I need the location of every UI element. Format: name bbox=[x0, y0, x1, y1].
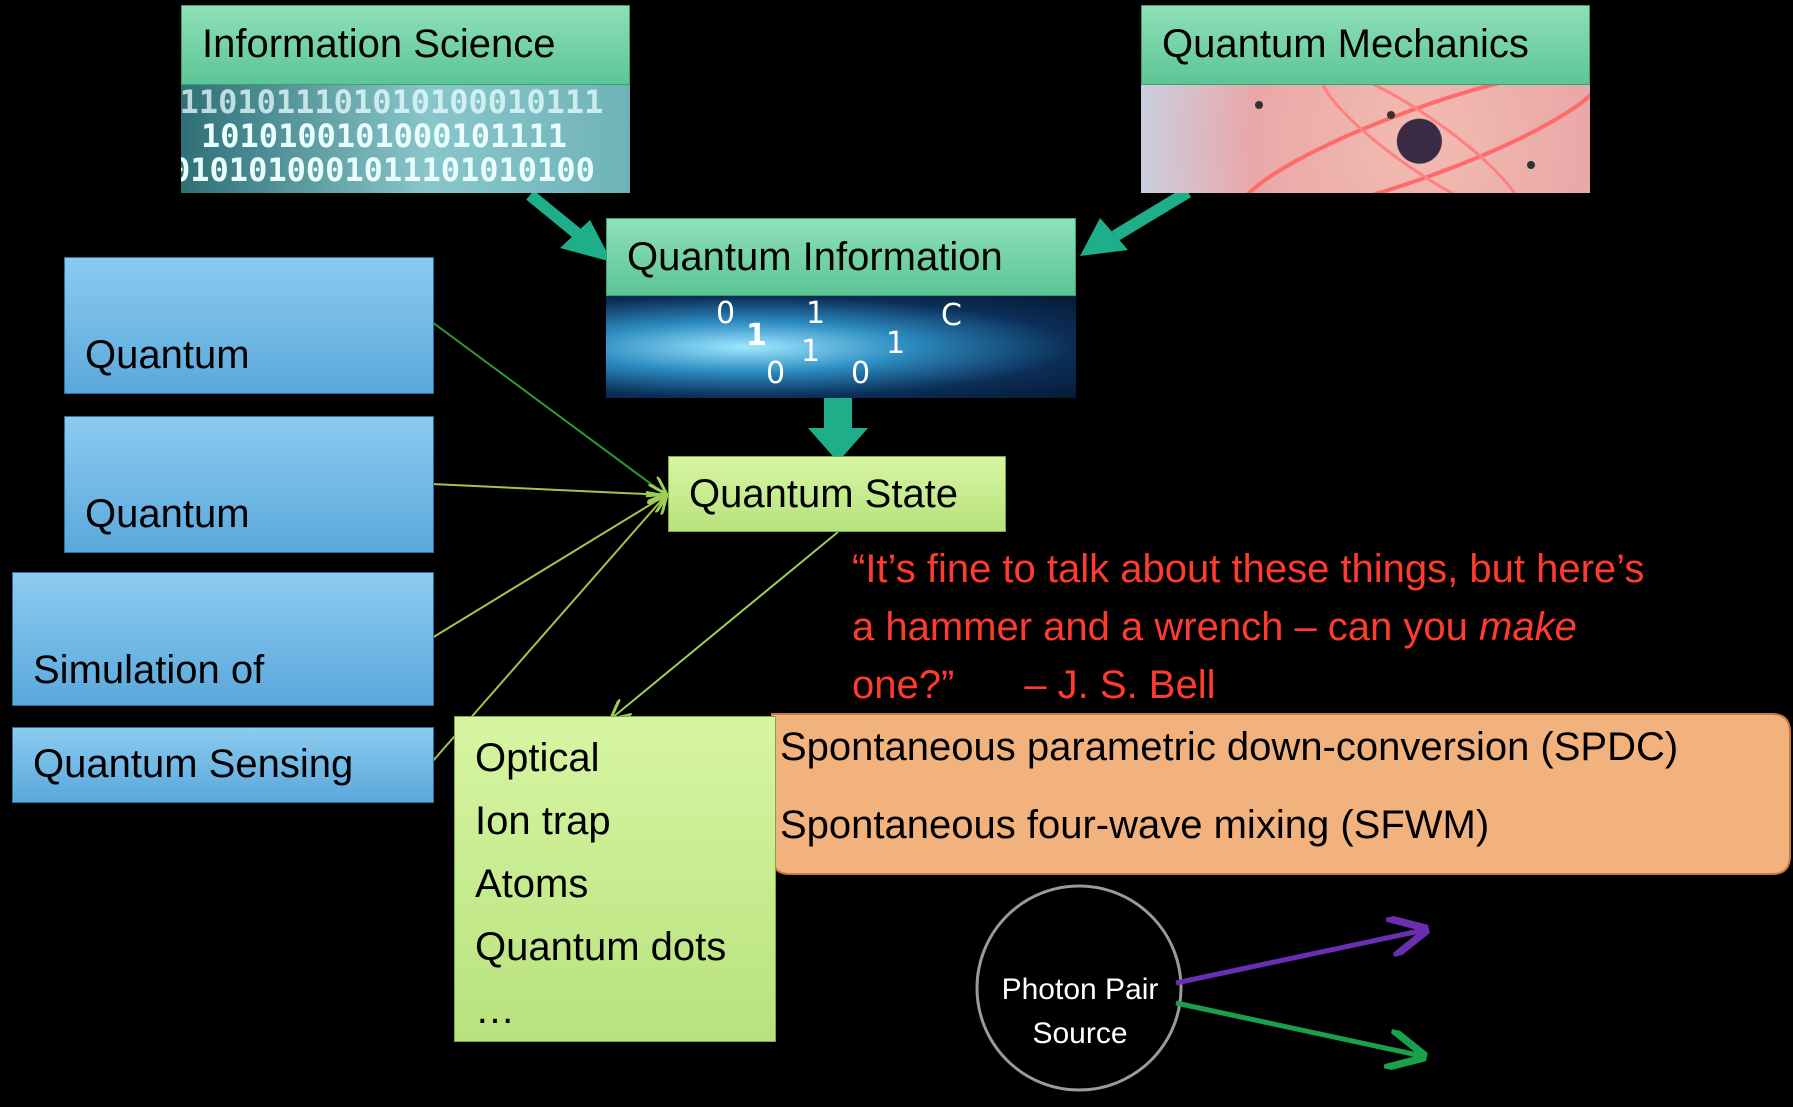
connector-state-to-platforms bbox=[612, 531, 839, 718]
arrow-info-science-to-quantum-info bbox=[526, 190, 612, 262]
platform-item: Ion trap bbox=[475, 799, 611, 843]
callout-item-sfwm: Spontaneous four-wave mixing (SFWM) bbox=[780, 803, 1490, 847]
digit: 1 bbox=[746, 318, 767, 353]
binary-code-image: 011101011101010100010111 101010010100010… bbox=[181, 85, 630, 193]
quantum-information-image: 0 1 1 0 1 0 C 1 bbox=[606, 296, 1076, 398]
digit: 1 bbox=[886, 326, 906, 361]
simulation-box: Simulation of Quantum Systems bbox=[12, 572, 434, 749]
photon-label-line2: Source bbox=[1032, 1017, 1128, 1050]
platform-item: Quantum dots bbox=[475, 925, 727, 969]
connector-simulation-to-state bbox=[431, 495, 666, 639]
binary-row: 011101011101010100010111 bbox=[181, 85, 604, 121]
platform-item: Optical bbox=[475, 736, 600, 780]
photon-source-label: Photon Pair Source bbox=[978, 968, 1182, 1056]
bell-quote: “It’s fine to talk about these things, b… bbox=[852, 540, 1752, 714]
digit: 1 bbox=[801, 334, 821, 369]
quantum-communication-box: Quantum Communication bbox=[64, 416, 434, 593]
quote-line-1: “It’s fine to talk about these things, b… bbox=[852, 547, 1645, 591]
information-science-label: Information Science bbox=[202, 22, 556, 66]
quantum-information-box: Quantum Information bbox=[606, 218, 1076, 296]
purple-photon-beam bbox=[1175, 930, 1424, 986]
digit: 0 bbox=[851, 356, 871, 391]
arrow-quantum-mechanics-to-quantum-info bbox=[1080, 186, 1192, 256]
quote-line-3: one?” – J. S. Bell bbox=[852, 656, 1752, 714]
binary-row: 0101010001011101010100 bbox=[181, 151, 595, 189]
atom-image bbox=[1141, 85, 1590, 193]
information-science-box: Information Science bbox=[181, 5, 630, 85]
binary-row: 1010100101000101111 bbox=[201, 117, 568, 155]
green-photon-beam bbox=[1175, 1000, 1422, 1056]
connector-computing-to-state bbox=[431, 321, 666, 495]
quote-line-2-text: a hammer and a wrench – can you bbox=[852, 605, 1480, 649]
digit: C bbox=[941, 298, 962, 333]
quote-line-2: a hammer and a wrench – can you make bbox=[852, 598, 1752, 656]
quantum-sensing-box: Quantum Sensing bbox=[12, 727, 434, 803]
digit: 0 bbox=[716, 296, 736, 331]
quote-emphasis: make bbox=[1479, 605, 1577, 649]
quantum-information-label: Quantum Information bbox=[627, 235, 1003, 279]
callout-item-spdc: Spontaneous parametric down-conversion (… bbox=[780, 725, 1679, 769]
quantum-state-box: Quantum State bbox=[668, 456, 1006, 532]
atom-orbits bbox=[1240, 85, 1590, 193]
quantum-sensing-label: Quantum Sensing bbox=[33, 742, 354, 786]
quantum-state-label: Quantum State bbox=[689, 472, 959, 516]
callout-text-group: Spontaneous parametric down-conversion (… bbox=[780, 708, 1780, 864]
quote-line-3-text: one?” bbox=[852, 663, 955, 707]
quantum-mechanics-box: Quantum Mechanics bbox=[1141, 5, 1590, 85]
platform-item: Atoms bbox=[475, 862, 589, 906]
quantum-mechanics-label: Quantum Mechanics bbox=[1162, 22, 1529, 66]
photon-source-circle bbox=[975, 884, 1183, 1092]
quote-attribution: – J. S. Bell bbox=[1024, 663, 1216, 707]
arrow-quantum-info-to-quantum-state bbox=[808, 398, 868, 462]
quantum-computing-box: Quantum Computing bbox=[64, 257, 434, 434]
connector-communication-to-state bbox=[431, 483, 666, 495]
digit: 0 bbox=[766, 356, 786, 391]
platforms-box: Optical Ion trap Atoms Quantum dots … bbox=[454, 716, 776, 1042]
platform-item: … bbox=[475, 988, 515, 1032]
photon-label-line1: Photon Pair bbox=[1001, 973, 1159, 1006]
digit: 1 bbox=[806, 296, 826, 331]
